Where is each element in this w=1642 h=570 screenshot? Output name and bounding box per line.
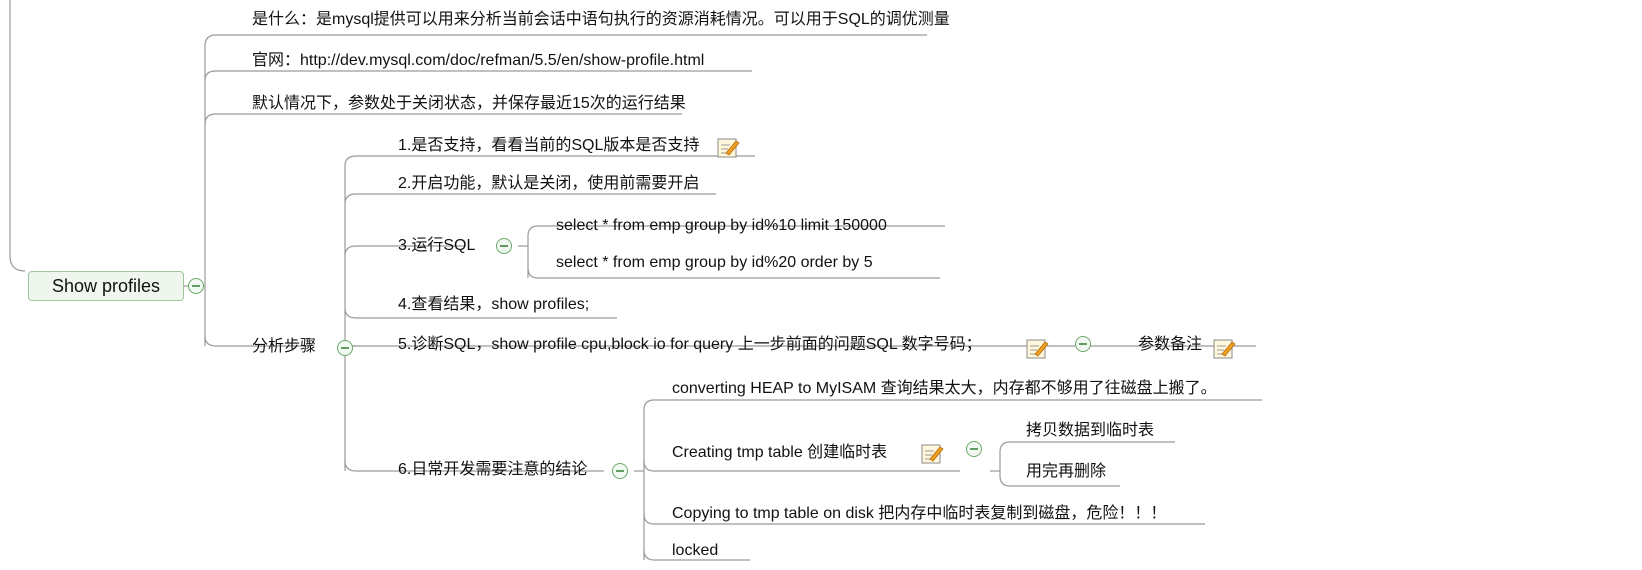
- conclusion-copy-disk-label: Copying to tmp table on disk 把内存中临时表复制到磁…: [672, 505, 1167, 522]
- node-default[interactable]: 默认情况下，参数处于关闭状态，并保存最近15次的运行结果: [252, 94, 686, 114]
- collapse-icon[interactable]: [496, 238, 512, 254]
- note-icon[interactable]: [1025, 337, 1049, 361]
- node-steps-label: 分析步骤: [252, 338, 317, 355]
- collapse-icon[interactable]: [337, 340, 353, 356]
- step-3-label: 3.运行SQL: [398, 237, 476, 254]
- collapse-icon[interactable]: [966, 441, 982, 457]
- node-site-label: 官网：http://dev.mysql.com/doc/refman/5.5/e…: [252, 52, 705, 69]
- note-icon[interactable]: [920, 442, 944, 466]
- step-3[interactable]: 3.运行SQL: [398, 236, 475, 256]
- conclusion-heap-label: converting HEAP to MyISAM 查询结果太大，内存都不够用了…: [672, 380, 1217, 397]
- tmp-table-delete-label: 用完再删除: [1026, 463, 1107, 480]
- conclusion-copy-disk[interactable]: Copying to tmp table on disk 把内存中临时表复制到磁…: [672, 504, 1166, 524]
- step-3-query-2[interactable]: select * from emp group by id%20 order b…: [556, 253, 873, 273]
- step-2-label: 2.开启功能，默认是关闭，使用前需要开启: [398, 175, 700, 192]
- step-3-query-1-label: select * from emp group by id%10 limit 1…: [556, 217, 887, 234]
- conclusion-tmp-table[interactable]: Creating tmp table 创建临时表: [672, 443, 887, 463]
- step-4-label: 4.查看结果，show profiles;: [398, 296, 590, 313]
- node-default-label: 默认情况下，参数处于关闭状态，并保存最近15次的运行结果: [252, 95, 686, 112]
- node-site[interactable]: 官网：http://dev.mysql.com/doc/refman/5.5/e…: [252, 51, 704, 71]
- step-5[interactable]: 5.诊断SQL，show profile cpu,block io for qu…: [398, 335, 982, 355]
- root-node[interactable]: Show profiles: [28, 271, 184, 301]
- step-5-note[interactable]: 参数备注: [1138, 335, 1202, 355]
- step-6-label: 6.日常开发需要注意的结论: [398, 461, 588, 478]
- node-what[interactable]: 是什么：是mysql提供可以用来分析当前会话中语句执行的资源消耗情况。可以用于S…: [252, 10, 950, 30]
- note-icon[interactable]: [716, 136, 740, 160]
- root-label: Show profiles: [51, 276, 161, 296]
- tmp-table-copy-label: 拷贝数据到临时表: [1026, 422, 1155, 439]
- collapse-icon[interactable]: [1075, 336, 1091, 352]
- step-1[interactable]: 1.是否支持，看看当前的SQL版本是否支持: [398, 136, 699, 156]
- conclusion-locked[interactable]: locked: [672, 541, 718, 561]
- collapse-icon[interactable]: [612, 463, 628, 479]
- conclusion-tmp-table-label: Creating tmp table 创建临时表: [672, 444, 888, 461]
- step-5-note-label: 参数备注: [1138, 336, 1203, 353]
- node-steps[interactable]: 分析步骤: [252, 337, 316, 357]
- conclusion-heap[interactable]: converting HEAP to MyISAM 查询结果太大，内存都不够用了…: [672, 379, 1217, 399]
- tmp-table-copy[interactable]: 拷贝数据到临时表: [1026, 421, 1154, 441]
- step-6[interactable]: 6.日常开发需要注意的结论: [398, 460, 587, 480]
- step-2[interactable]: 2.开启功能，默认是关闭，使用前需要开启: [398, 174, 699, 194]
- step-1-label: 1.是否支持，看看当前的SQL版本是否支持: [398, 137, 700, 154]
- note-icon[interactable]: [1212, 337, 1236, 361]
- collapse-icon[interactable]: [188, 278, 204, 294]
- step-4[interactable]: 4.查看结果，show profiles;: [398, 295, 589, 315]
- conclusion-locked-label: locked: [672, 542, 719, 559]
- step-3-query-1[interactable]: select * from emp group by id%10 limit 1…: [556, 216, 887, 236]
- step-5-label: 5.诊断SQL，show profile cpu,block io for qu…: [398, 336, 982, 353]
- tmp-table-delete[interactable]: 用完再删除: [1026, 462, 1106, 482]
- step-3-query-2-label: select * from emp group by id%20 order b…: [556, 254, 873, 271]
- node-what-label: 是什么：是mysql提供可以用来分析当前会话中语句执行的资源消耗情况。可以用于S…: [252, 11, 950, 28]
